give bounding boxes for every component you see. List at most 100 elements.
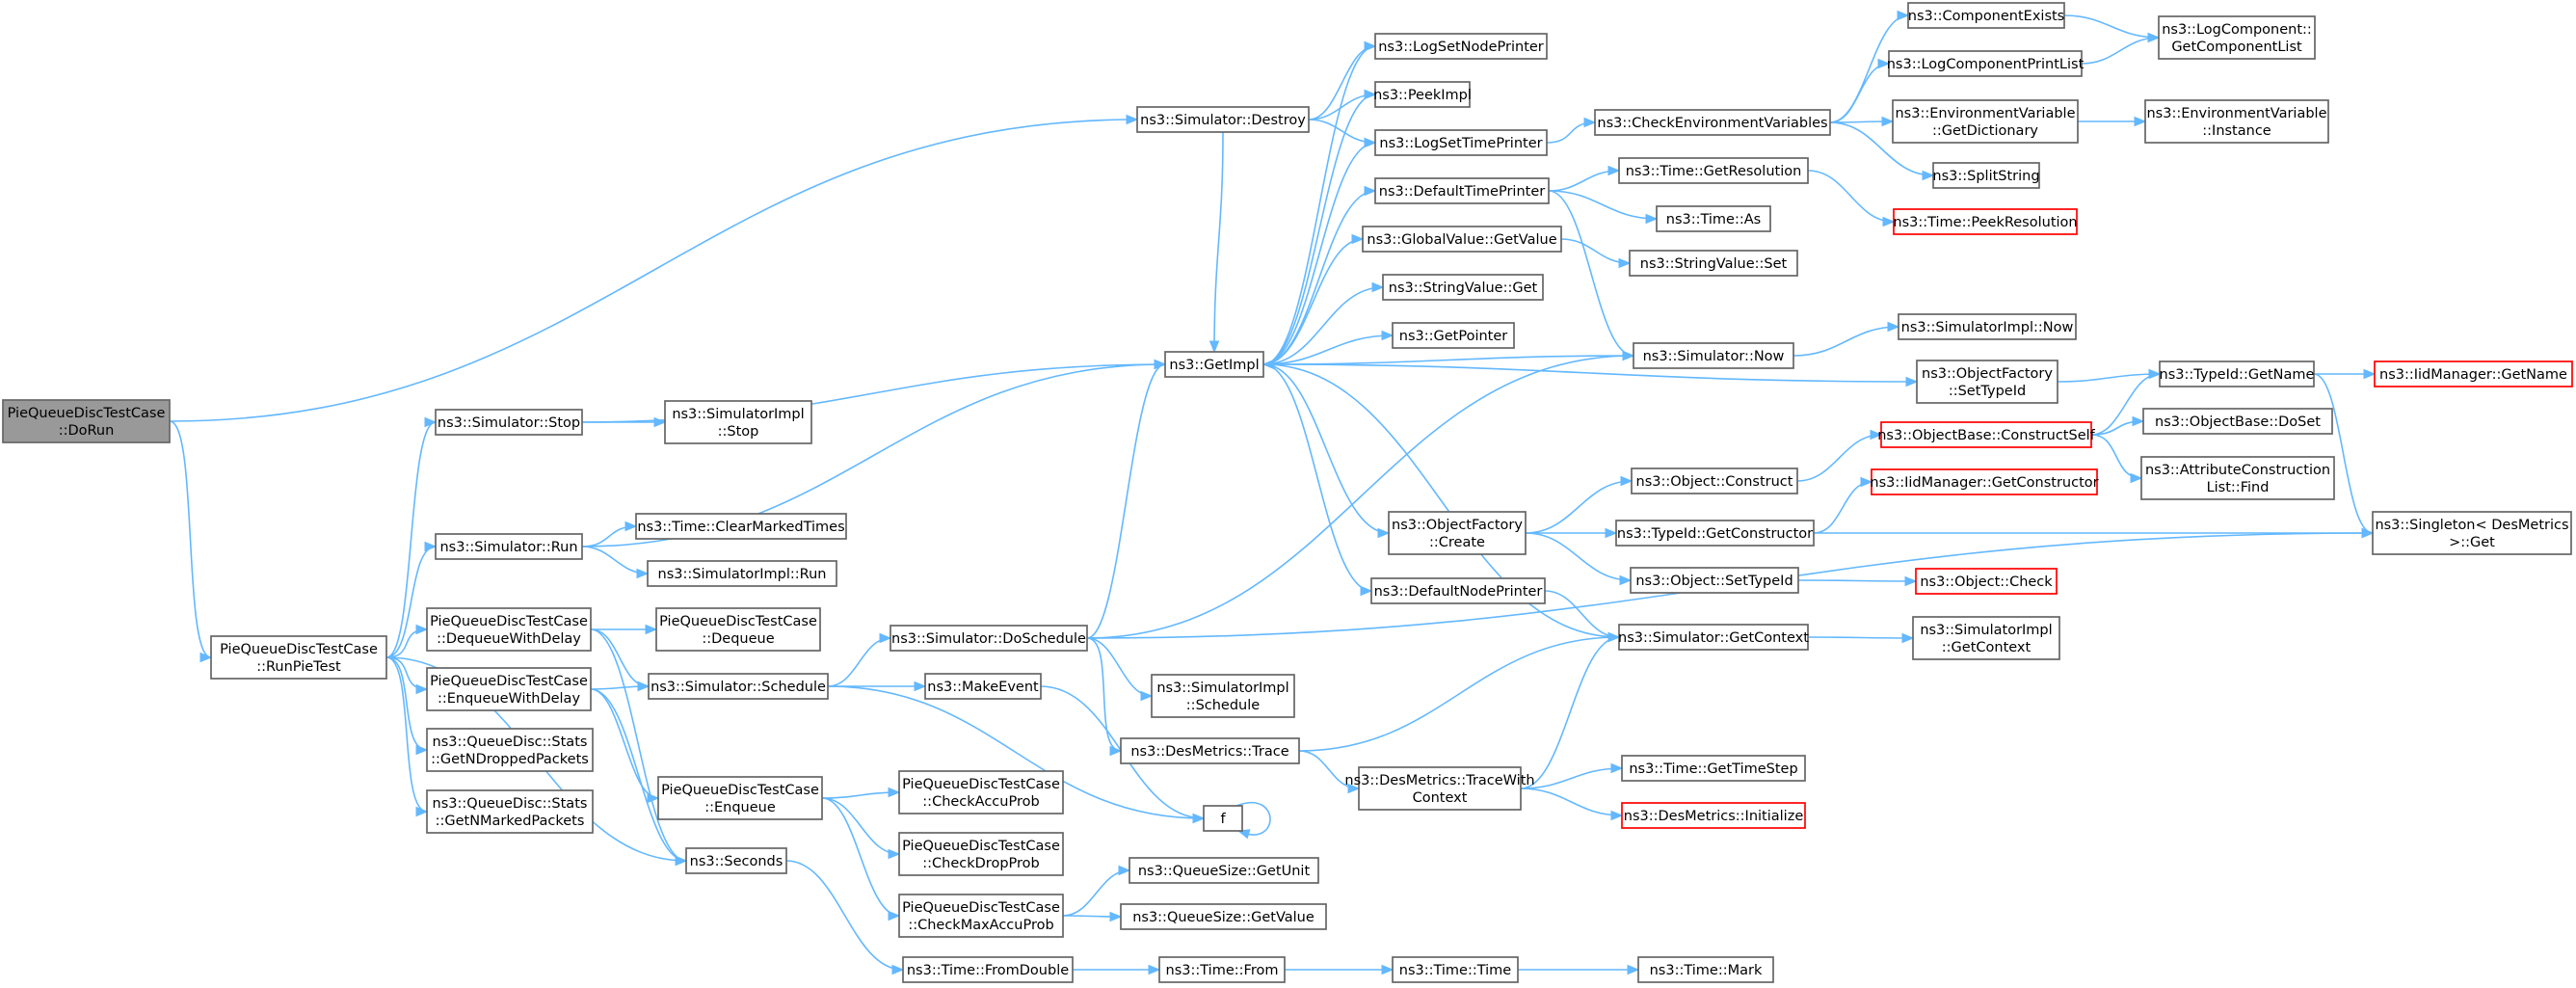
function-node[interactable]: ns3::LogSetTimePrinter [1374, 129, 1548, 156]
node-box[interactable] [435, 409, 583, 436]
function-node[interactable]: ns3::CheckEnvironmentVariables [1594, 109, 1831, 136]
node-box[interactable] [635, 513, 847, 540]
node-box[interactable] [647, 560, 837, 587]
node-box[interactable] [898, 894, 1064, 938]
function-node[interactable]: ns3::Time::From [1158, 956, 1286, 983]
function-node[interactable]: ns3::Time::PeekResolution [1893, 208, 2078, 235]
node-box[interactable] [1907, 2, 2065, 29]
function-node[interactable]: ns3::GetPointer [1392, 322, 1515, 349]
node-box[interactable] [1932, 162, 2040, 189]
node-box[interactable] [2140, 456, 2335, 500]
function-node[interactable]: ns3::SimulatorImpl::Schedule [1151, 674, 1295, 718]
node-box[interactable] [657, 776, 823, 820]
function-node[interactable]: ns3::QueueDisc::Stats::GetNMarkedPackets [426, 789, 594, 834]
function-node[interactable]: PieQueueDiscTestCase::EnqueueWithDelay [426, 667, 592, 711]
function-node[interactable]: ns3::SimulatorImpl::Stop [664, 400, 812, 444]
node-box[interactable] [1158, 956, 1286, 983]
function-node[interactable]: ns3::SimulatorImpl::GetContext [1912, 616, 2060, 660]
node-box[interactable] [1370, 577, 1546, 604]
node-box[interactable] [1358, 766, 1522, 811]
node-box[interactable] [898, 832, 1064, 876]
node-box[interactable] [1392, 322, 1515, 349]
function-node[interactable]: ns3::Time::GetTimeStep [1621, 755, 1806, 782]
node-box[interactable] [1631, 467, 1798, 494]
function-node[interactable]: ns3::SimulatorImpl::Run [647, 560, 837, 587]
node-box[interactable] [426, 789, 594, 834]
function-node[interactable]: ns3::DesMetrics::Trace [1120, 737, 1300, 764]
function-node[interactable]: ns3::DesMetrics::Initialize [1621, 802, 1806, 829]
node-box[interactable] [1916, 360, 2058, 404]
function-node[interactable]: ns3::LogSetNodePrinter [1374, 33, 1548, 60]
function-node[interactable]: ns3::ComponentExists [1907, 2, 2065, 29]
node-box[interactable] [1880, 421, 2092, 448]
function-node[interactable]: ns3::IidManager::GetConstructor [1870, 468, 2099, 495]
function-node[interactable]: PieQueueDiscTestCase::Dequeue [655, 607, 821, 652]
node-box[interactable] [1120, 903, 1327, 930]
function-node[interactable]: ns3::Time::GetResolution [1618, 157, 1809, 184]
node-box[interactable] [426, 728, 594, 772]
node-box[interactable] [1621, 802, 1806, 829]
function-node[interactable]: ns3::LogComponent::GetComponentList [2158, 15, 2316, 60]
function-node[interactable]: ns3::ObjectBase::ConstructSelf [1877, 421, 2096, 448]
function-node[interactable]: ns3::Simulator::Run [435, 533, 583, 560]
node-box[interactable] [435, 533, 583, 560]
function-node[interactable]: ns3::LogComponentPrintList [1887, 50, 2085, 77]
function-node[interactable]: ns3::Simulator::DoSchedule [890, 625, 1088, 652]
function-node[interactable]: ns3::EnvironmentVariable::GetDictionary [1892, 99, 2079, 144]
node-box[interactable] [2374, 360, 2573, 387]
node-box[interactable] [1871, 468, 2098, 495]
node-box[interactable] [1392, 956, 1519, 983]
function-node[interactable]: ns3::DefaultTimePrinter [1374, 177, 1550, 204]
node-box[interactable] [890, 625, 1088, 652]
function-node[interactable]: ns3::DefaultNodePrinter [1370, 577, 1546, 604]
function-node[interactable]: ns3::Object::Construct [1631, 467, 1798, 494]
node-box[interactable] [1382, 274, 1544, 301]
function-node[interactable]: ns3::Time::Time [1392, 956, 1519, 983]
node-box[interactable] [1388, 511, 1527, 555]
node-box[interactable] [1637, 956, 1774, 983]
node-box[interactable] [2, 399, 171, 443]
function-node[interactable]: ns3::TypeId::GetName [2159, 360, 2315, 387]
function-node[interactable]: ns3::Singleton< DesMetrics >::Get [2372, 511, 2572, 555]
function-node[interactable]: ns3::QueueDisc::Stats::GetNDroppedPacket… [426, 728, 594, 772]
function-node[interactable]: ns3::ObjectFactory::Create [1388, 511, 1527, 555]
node-box[interactable] [2372, 511, 2572, 555]
node-box[interactable] [1136, 106, 1310, 133]
function-node[interactable]: PieQueueDiscTestCase::CheckAccuProb [898, 770, 1064, 814]
function-node[interactable]: ns3::Time::As [1656, 205, 1771, 232]
node-box[interactable] [898, 770, 1064, 814]
function-node[interactable]: ns3::Simulator::Stop [435, 409, 583, 436]
node-box[interactable] [1633, 342, 1794, 369]
function-node[interactable]: ns3::MakeEvent [924, 673, 1042, 700]
node-box[interactable] [1151, 674, 1295, 718]
function-node[interactable]: ns3::Seconds [685, 847, 787, 874]
node-box[interactable] [2158, 15, 2316, 60]
function-node[interactable]: PieQueueDiscTestCase::Enqueue [657, 776, 823, 820]
function-node[interactable]: ns3::StringValue::Set [1629, 250, 1798, 277]
function-node[interactable]: ns3::IidManager::GetName [2374, 360, 2573, 387]
node-box[interactable] [2144, 99, 2329, 144]
node-box[interactable] [2142, 408, 2333, 435]
function-node[interactable]: ns3::ObjectFactory::SetTypeId [1916, 360, 2058, 404]
node-box[interactable] [1618, 157, 1809, 184]
node-box[interactable] [1374, 177, 1550, 204]
function-node[interactable]: ns3::Simulator::Now [1633, 342, 1794, 369]
node-box[interactable] [1362, 226, 1562, 253]
node-box[interactable] [1893, 208, 2078, 235]
node-box[interactable] [2159, 360, 2315, 387]
function-node[interactable]: ns3::Time::FromDouble [902, 956, 1074, 983]
node-box[interactable] [1912, 616, 2060, 660]
node-box[interactable] [426, 667, 592, 711]
function-node[interactable]: PieQueueDiscTestCase::DoRun [2, 399, 171, 443]
function-node[interactable]: ns3::SplitString [1932, 162, 2040, 189]
function-node[interactable]: f [1203, 805, 1243, 832]
node-box[interactable] [210, 635, 387, 680]
function-node[interactable]: ns3::GetImpl [1164, 351, 1264, 378]
function-node[interactable]: ns3::Object::Check [1915, 568, 2058, 595]
node-box[interactable] [1129, 857, 1319, 884]
node-box[interactable] [1374, 129, 1548, 156]
node-box[interactable] [1621, 755, 1806, 782]
node-box[interactable] [426, 607, 592, 652]
